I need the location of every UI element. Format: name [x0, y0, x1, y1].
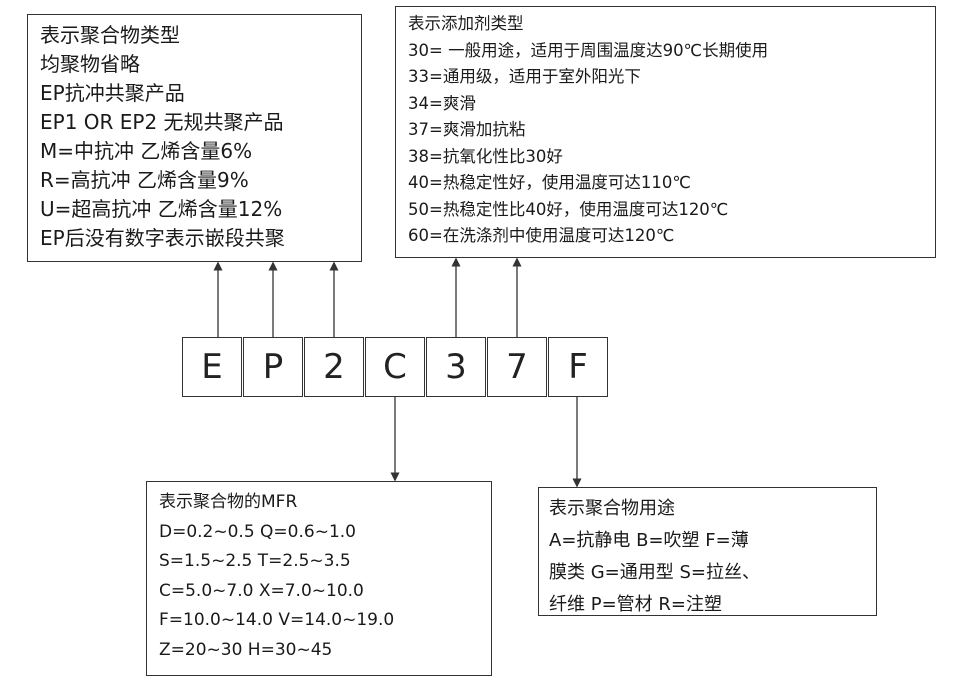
mfr-title: 表示聚合物的MFR — [159, 492, 298, 512]
code-cell-e: E — [182, 337, 242, 397]
usage-box: 表示聚合物用途 A=抗静电 B=吹塑 F=薄 膜类 G=通用型 S=拉丝、 纤维… — [538, 487, 877, 616]
code-cell-f: F — [548, 337, 608, 397]
mfr-line: D=0.2~0.5 Q=0.6~1.0 — [159, 521, 356, 542]
usage-line: 纤维 P=管材 R=注塑 — [549, 594, 722, 615]
polymer-type-line: M=中抗冲 乙烯含量6% — [40, 139, 253, 163]
polymer-type-line: EP1 OR EP2 无规共聚产品 — [40, 110, 284, 134]
polymer-type-title: 表示聚合物类型 — [40, 23, 180, 47]
additive-type-line: 30= 一般用途，适用于周围温度达90℃长期使用 — [408, 40, 769, 60]
code-cell-3: 3 — [426, 337, 486, 397]
additive-type-line: 37=爽滑加抗粘 — [408, 120, 526, 139]
usage-line: 膜类 G=通用型 S=拉丝、 — [549, 562, 760, 583]
code-cell-c: C — [365, 337, 425, 397]
additive-type-line: 34=爽滑 — [408, 93, 476, 113]
mfr-line: C=5.0~7.0 X=7.0~10.0 — [159, 580, 364, 601]
additive-type-line: 33=通用级，适用于室外阳光下 — [408, 67, 641, 86]
mfr-line: F=10.0~14.0 V=14.0~19.0 — [159, 610, 395, 630]
polymer-type-line: R=高抗冲 乙烯含量9% — [40, 168, 249, 192]
additive-type-box: 表示添加剂类型 30= 一般用途，适用于周围温度达90℃长期使用 33=通用级，… — [395, 6, 936, 258]
additive-type-line: 50=热稳定性比40好，使用温度可达120℃ — [408, 199, 729, 219]
mfr-line: Z=20~30 H=30~45 — [159, 639, 333, 660]
mfr-box: 表示聚合物的MFR D=0.2~0.5 Q=0.6~1.0 S=1.5~2.5 … — [146, 481, 492, 676]
code-cell-2: 2 — [304, 337, 364, 397]
usage-title: 表示聚合物用途 — [549, 498, 675, 519]
additive-type-line: 60=在洗涤剂中使用温度可达120℃ — [408, 226, 675, 245]
polymer-type-line: U=超高抗冲 乙烯含量12% — [40, 197, 283, 221]
additive-type-line: 38=抗氧化性比30好 — [408, 146, 563, 166]
polymer-type-line: EP抗冲共聚产品 — [40, 81, 185, 105]
polymer-type-box: 表示聚合物类型 均聚物省略 EP抗冲共聚产品 EP1 OR EP2 无规共聚产品… — [27, 14, 362, 262]
additive-type-line: 40=热稳定性好，使用温度可达110℃ — [408, 173, 691, 192]
polymer-type-line: EP后没有数字表示嵌段共聚 — [40, 226, 285, 250]
usage-line: A=抗静电 B=吹塑 F=薄 — [549, 530, 749, 551]
polymer-type-line: 均聚物省略 — [40, 52, 140, 76]
mfr-line: S=1.5~2.5 T=2.5~3.5 — [159, 551, 351, 571]
additive-type-title: 表示添加剂类型 — [408, 14, 524, 33]
code-cell-p: P — [243, 337, 303, 397]
code-cell-7: 7 — [487, 337, 547, 397]
